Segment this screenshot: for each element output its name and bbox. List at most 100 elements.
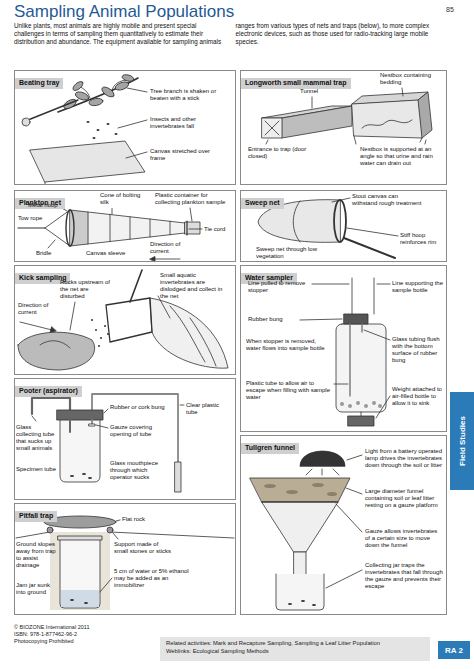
footer-band: Related activities: Mark and Recapture S… [160,637,430,661]
leader-line [326,455,362,588]
leader-line [113,533,118,539]
leaf-litter [312,483,324,487]
net-mesh [110,215,111,242]
callout-label: Rocks upstream of the net are disturbed [60,279,115,300]
callout-label: Glass mouthpiece through which operator … [110,460,170,481]
tullgren-funnel-drawing [276,574,324,610]
panel-heading: Pitfall trap [15,511,57,522]
beating-tray-drawing [45,182,46,184]
plankton-net-drawing [88,212,185,244]
tullgren-funnel-drawing [322,469,323,475]
insect-dot [107,123,110,125]
leaf-litter [286,490,298,494]
plankton-net-drawing [18,207,202,262]
leader-line [104,409,108,413]
callout-label: Collecting jar traps the invertebrates t… [365,562,443,590]
insect-dot [93,137,96,139]
insect-dot [115,133,118,135]
kick-sampling-drawing [150,298,228,368]
pooter-drawing [92,394,178,462]
activity-code: RA 2 [438,641,470,659]
callout-label: Nestbox containing bedding [380,72,444,86]
kick-sampling-drawing [18,270,228,370]
insect-dot [87,121,90,123]
plankton-net-drawing [185,222,200,234]
callout-label: When stopper is removed, water flows int… [246,338,330,352]
leader-line [364,330,390,340]
longworth-trap-drawing [265,121,279,135]
pooter-drawing [175,462,181,492]
leaf [71,80,84,92]
gravel [372,401,376,405]
callout-label: Tie cord [204,226,234,233]
related-links-text: Weblinks: Ecological Sampling Methods [166,648,424,656]
leader-line [32,405,184,428]
pitfall-trap-drawing [110,532,234,538]
leader-line [347,455,362,460]
callout-label: Flat rock [122,516,162,523]
invertebrate-dot [91,319,93,321]
leaf [62,74,134,111]
kick-sampling-drawing [50,327,56,333]
pooter-drawing [69,420,71,432]
leader-line [376,396,390,418]
leader-line [96,425,108,428]
gravel [356,401,360,405]
sweep-net-drawing [334,200,346,242]
leader-line [312,284,349,285]
leader-line [300,284,390,418]
leader-line [118,120,147,128]
net-mesh [150,219,151,237]
callout-label: Canvas sleeve [86,250,136,257]
callout-label: Gauze covering opening of tube [110,424,170,438]
invertebrate-dot [312,604,316,606]
water-sampler-drawing [348,416,374,426]
section-tab: Field Studies [450,392,474,490]
callout-label: Jam jar sunk into ground [16,582,56,596]
callout-label: Tree branch is shaken or beaten with a s… [150,88,228,102]
plankton-net-drawing [186,221,187,235]
insect-dot [88,477,92,479]
tullgren-funnel-drawing [306,469,312,475]
gravel [378,404,382,408]
callout-label: Tow rope [18,215,53,222]
water-sampler-drawing [336,324,386,412]
water-sampler-drawing [361,324,362,332]
leader-line [266,88,426,144]
leader-line [266,140,268,144]
longworth-trap-drawing [420,138,422,142]
leader-line [336,504,362,532]
callout-label: Plastic container for collecting plankto… [155,192,230,206]
leader-line [346,488,362,494]
kick-sampling-drawing [40,341,70,348]
leader-line [377,284,390,285]
sweep-net-drawing [293,201,300,242]
insect-dot [87,121,118,139]
tullgren-funnel-drawing [250,478,350,502]
callout-label: Line supporting the sample bottle [392,280,444,294]
callout-label: Canvas stretched over frame [150,148,220,162]
leader-line [334,384,348,385]
insect-dot [70,473,92,479]
leaf-litter [264,484,276,488]
leader-line [347,228,398,236]
longworth-trap-drawing [354,136,356,144]
callout-label: Insects and other invertebrates fall [150,116,228,130]
callout-label: Specimen tube [16,466,58,473]
callout-label: Large diameter funnel containing soil or… [365,488,443,509]
panel-heading: Sweep net [241,198,284,209]
sweep-net-drawing [344,238,395,258]
callout-label: Rubber bung [248,316,298,323]
leader-line [402,88,403,96]
leader-line [127,88,147,92]
callout-label: Ground slopes away from trap to assist d… [16,541,56,569]
panel-heading: Tullgren funnel [241,443,299,454]
insect-dot [70,475,74,477]
leaf [62,97,78,110]
panel-heading: Beating tray [15,78,63,89]
pitfall-trap-drawing [50,532,110,610]
gravel [364,404,368,408]
callout-label: Direction of current [18,302,60,316]
pitfall-trap-drawing [61,590,99,607]
gravel [340,402,344,406]
